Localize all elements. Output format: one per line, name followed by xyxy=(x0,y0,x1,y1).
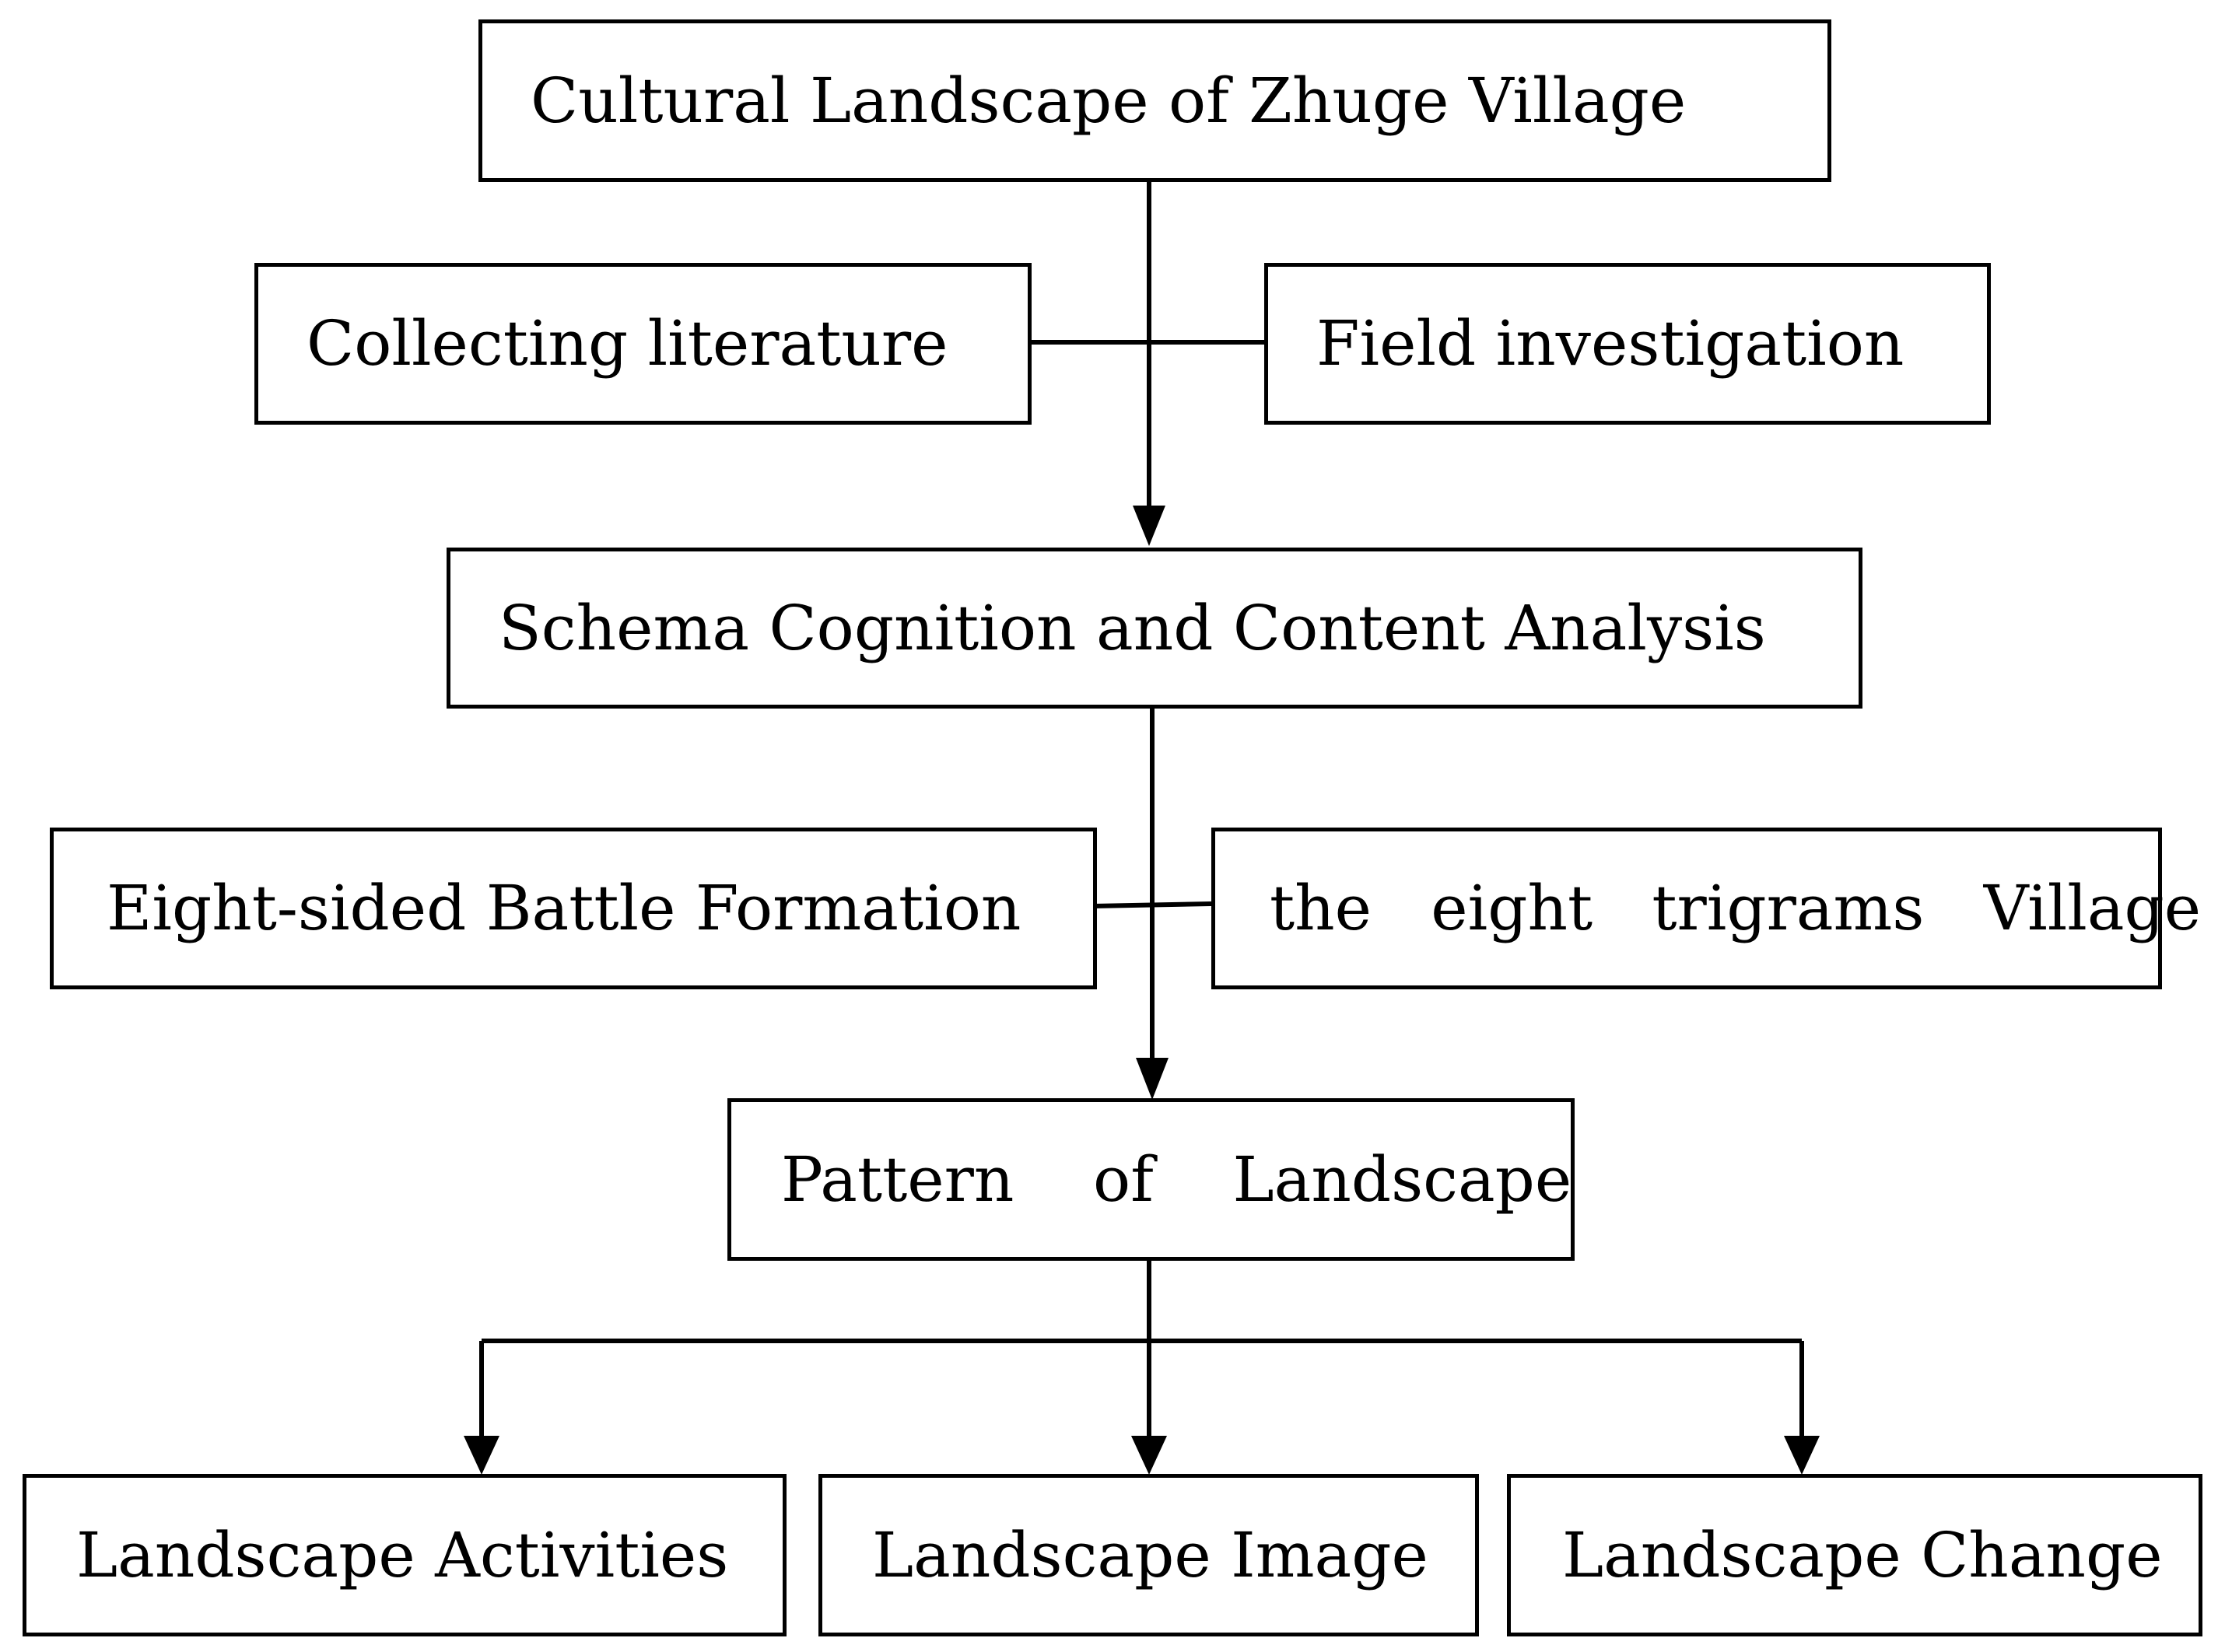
box-eight-trigrams-village: the eight trigrams Village xyxy=(1211,828,2201,989)
box-landscape-change: Landscape Change xyxy=(1507,1474,2202,1636)
arrowhead-image xyxy=(1131,1436,1167,1475)
box-battle-formation: Eight-sided Battle Formation xyxy=(50,828,1097,989)
box-landscape-activities-label: Landscape Activities xyxy=(76,1518,729,1591)
box-landscape-image-label: Landscape Image xyxy=(872,1518,1428,1591)
box-collecting-literature: Collecting literature xyxy=(254,263,1032,425)
box-landscape-activities: Landscape Activities xyxy=(23,1474,787,1636)
box-schema-analysis-label: Schema Cognition and Content Analysis xyxy=(499,591,1766,664)
box-schema-analysis: Schema Cognition and Content Analysis xyxy=(447,548,1862,709)
box-landscape-image: Landscape Image xyxy=(818,1474,1479,1636)
box-battle-formation-label: Eight-sided Battle Formation xyxy=(107,872,1021,944)
arrowhead-change xyxy=(1784,1436,1820,1475)
branch-schemas xyxy=(1092,901,1212,908)
arrowhead-pattern xyxy=(1136,1058,1169,1100)
box-eight-trigrams-village-label: the eight trigrams Village xyxy=(1270,872,2202,944)
box-collecting-literature-label: Collecting literature xyxy=(307,307,948,380)
box-field-investigation: Field investigation xyxy=(1264,263,1991,425)
box-pattern-of-landscape-label: Pattern of Landscape xyxy=(781,1143,1572,1216)
box-field-investigation-label: Field investigation xyxy=(1316,307,1904,380)
arrowhead-activities xyxy=(464,1436,499,1475)
box-landscape-change-label: Landscape Change xyxy=(1562,1518,2163,1591)
box-pattern-of-landscape: Pattern of Landscape xyxy=(727,1098,1575,1261)
box-cultural-landscape-label: Cultural Landscape of Zhuge Village xyxy=(531,64,1687,137)
box-cultural-landscape: Cultural Landscape of Zhuge Village xyxy=(478,19,1831,182)
arrowhead-analysis xyxy=(1133,506,1165,546)
